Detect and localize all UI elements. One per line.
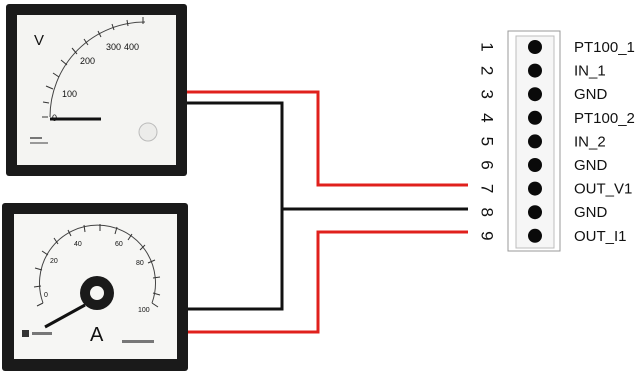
terminal-pin-label: GND (574, 86, 608, 103)
ammeter-scale-100: 100 (138, 307, 150, 314)
voltmeter-scale-400: 400 (124, 42, 139, 52)
ammeter-scale-40: 40 (74, 241, 82, 248)
terminal-pin-number: 6 (478, 160, 497, 169)
voltmeter-scale-300: 300 (106, 42, 121, 52)
terminal-pin-number: 7 (478, 184, 497, 193)
terminal-pin-number: 5 (478, 137, 497, 146)
terminal-screw-8 (528, 205, 542, 220)
voltmeter-unit: V (34, 32, 44, 49)
terminal-pin-number: 8 (478, 207, 497, 216)
ammeter-needle (44, 303, 86, 329)
voltmeter-zero-adjust (138, 122, 158, 142)
terminal-pin-label: GND (574, 204, 608, 221)
wire-ammeter-black (187, 209, 284, 311)
ammeter-scale-0: 0 (44, 292, 48, 299)
wires (187, 90, 468, 334)
ammeter: 0 20 40 60 80 100 A (2, 203, 188, 371)
terminal-screw-7 (528, 181, 542, 196)
terminal-pin-label: OUT_V1 (574, 181, 632, 198)
terminal-pin-label: IN_1 (574, 63, 606, 80)
terminal-pin-4: 4 PT100_2 (478, 110, 635, 127)
wire-voltmeter-black (187, 101, 284, 209)
wire-ammeter-red (187, 230, 468, 334)
terminal-screw-5 (528, 134, 542, 149)
terminal-pin-label: IN_2 (574, 133, 606, 150)
ammeter-logo (22, 330, 29, 337)
terminal-pin-3: 3 GND (478, 86, 608, 103)
ammeter-scale-80: 80 (136, 260, 144, 267)
terminal-screw-3 (528, 87, 542, 102)
terminal-screw-2 (528, 63, 542, 78)
terminal-pin-1: 1 PT100_1 (478, 39, 635, 56)
ammeter-scale-arc (39, 224, 156, 304)
ammeter-fineprint-right (122, 340, 154, 343)
voltmeter-scale-200: 200 (80, 56, 95, 66)
wire-voltmeter-red (187, 90, 468, 187)
terminal-pin-label: OUT_I1 (574, 228, 627, 245)
terminal-pin-number: 3 (478, 89, 497, 98)
ammeter-fineprint-left (32, 332, 52, 335)
voltmeter-ticks (42, 17, 144, 118)
voltmeter-scale-100: 100 (62, 89, 77, 99)
terminal-pin-label: PT100_2 (574, 110, 635, 127)
ammeter-scale-60: 60 (115, 241, 123, 248)
ammeter-ticks (33, 224, 161, 308)
terminal-screw-9 (528, 228, 542, 243)
terminal-screw-4 (528, 110, 542, 125)
terminal-pin-number: 1 (478, 42, 497, 51)
terminal-pin-2: 2 IN_1 (478, 63, 606, 80)
terminal-pin-label: PT100_1 (574, 39, 635, 56)
ammeter-scale-20: 20 (50, 258, 58, 265)
voltmeter-scale-arc (49, 21, 146, 118)
terminal-pin-number: 2 (478, 66, 497, 75)
terminal-pin-7: 7 OUT_V1 (478, 181, 633, 198)
terminal-pin-5: 5 IN_2 (478, 133, 606, 150)
terminal-screw-6 (528, 158, 542, 172)
terminal-pin-label: GND (574, 157, 608, 174)
terminal-pin-number: 4 (478, 113, 497, 122)
voltmeter: V 100 200 300 400 0 (6, 4, 187, 176)
ammeter-unit: A (90, 324, 104, 346)
terminal-pin-number: 9 (478, 231, 497, 240)
terminal-pin-6: 6 GND (478, 157, 608, 174)
terminal-pin-9: 9 OUT_I1 (478, 228, 627, 245)
voltmeter-fineprint (30, 137, 42, 139)
terminal-pin-8: 8 GND (478, 204, 608, 221)
terminal-screw-1 (528, 40, 542, 54)
